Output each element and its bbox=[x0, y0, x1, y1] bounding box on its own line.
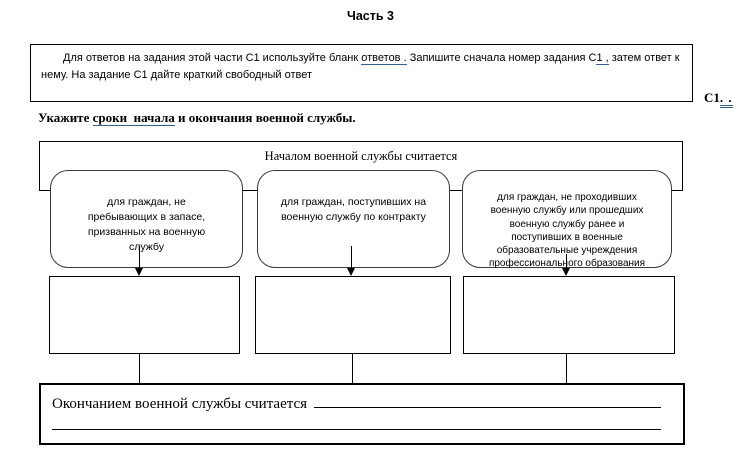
branch-box-contract: для граждан, поступивших на военную служ… bbox=[257, 170, 450, 268]
page-title: Часть 3 bbox=[347, 9, 394, 23]
down-arrow-line-1 bbox=[139, 246, 140, 269]
answer-box-1 bbox=[49, 276, 240, 354]
down-arrow-head-icon bbox=[135, 268, 143, 276]
answer-box-3 bbox=[463, 276, 675, 354]
instruction-text: Для ответов на задания этой части С1 исп… bbox=[41, 50, 682, 84]
ending-label: Окончанием военной службы считается bbox=[52, 396, 308, 413]
flowchart-header-label: Началом военной службы считается bbox=[264, 149, 458, 163]
down-arrow-head-icon bbox=[347, 268, 355, 276]
connector-line-3 bbox=[566, 354, 567, 383]
instruction-underlined-answers: ответов . bbox=[361, 52, 407, 65]
branch-label: для граждан, не проходивших военную служ… bbox=[488, 192, 646, 270]
task-number-label: С1. . bbox=[704, 90, 733, 108]
instruction-segment-1: Для ответов на задания этой части С1 исп… bbox=[63, 52, 362, 64]
ending-blank-line-1 bbox=[314, 393, 661, 409]
branch-box-military-education: для граждан, не проходивших военную служ… bbox=[462, 170, 672, 270]
connector-line-1 bbox=[139, 354, 140, 383]
task-prompt-underlined: сроки начала bbox=[92, 110, 175, 126]
task-number-dots: . . bbox=[719, 90, 733, 108]
ending-box: Окончанием военной службы считается bbox=[39, 383, 685, 445]
branch-label: для граждан, поступивших на военную служ… bbox=[280, 195, 427, 223]
down-arrow-line-3 bbox=[566, 254, 567, 269]
instruction-segment-2: Запишите сначала номер задания С bbox=[406, 52, 597, 64]
task-prompt-pre: Укажите bbox=[38, 110, 93, 125]
connector-line-2 bbox=[352, 354, 353, 383]
branch-label: для граждан, не пребывающих в запасе, пр… bbox=[87, 195, 206, 253]
down-arrow-head-icon bbox=[562, 268, 570, 276]
task-prompt-post: и окончания военной службы. bbox=[174, 110, 356, 125]
branch-box-conscripts: для граждан, не пребывающих в запасе, пр… bbox=[50, 170, 243, 268]
ending-line: Окончанием военной службы считается bbox=[52, 393, 661, 413]
ending-blank-line-2 bbox=[52, 413, 661, 431]
task-prompt: Укажите сроки начала и окончания военной… bbox=[38, 110, 356, 126]
task-number-text: С1 bbox=[704, 90, 720, 105]
instruction-box: Для ответов на задания этой части С1 исп… bbox=[30, 44, 693, 102]
answer-box-2 bbox=[255, 276, 451, 354]
instruction-underlined-c1: 1 , bbox=[596, 52, 609, 65]
instruction-segment-3: затем ответ к нему. На задание С1 дайте … bbox=[41, 52, 680, 82]
down-arrow-line-2 bbox=[351, 246, 352, 269]
